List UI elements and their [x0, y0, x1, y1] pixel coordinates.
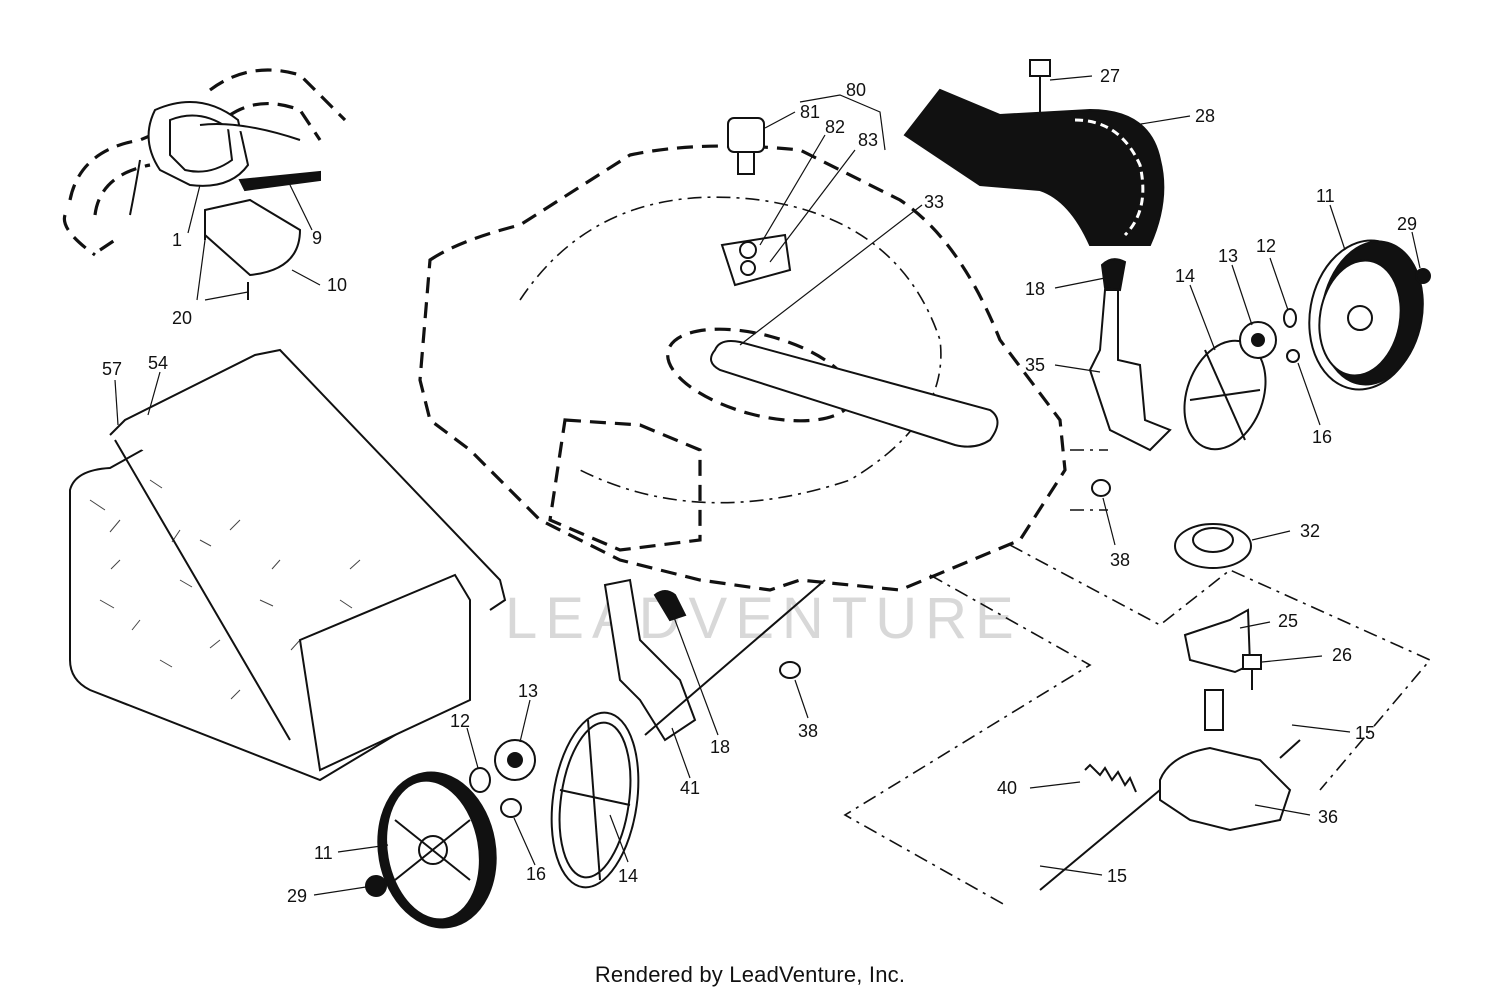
callout-25: 25 — [1278, 611, 1298, 631]
callout-27: 27 — [1100, 66, 1120, 86]
callout-14-right: 14 — [1175, 266, 1195, 286]
grass-catcher-bag — [69, 348, 507, 782]
callout-80: 80 — [846, 80, 866, 100]
callout-11-right: 11 — [1316, 186, 1335, 206]
callout-28: 28 — [1195, 106, 1215, 126]
drive-belt — [710, 340, 999, 448]
callout-38-right: 38 — [1110, 550, 1130, 570]
callout-41: 41 — [680, 778, 700, 798]
callout-16-left: 16 — [526, 864, 546, 884]
callout-16-right: 16 — [1312, 427, 1332, 447]
height-knob-assembly — [720, 117, 792, 287]
callout-11-left: 11 — [314, 843, 333, 863]
callout-26: 26 — [1332, 645, 1352, 665]
callout-15-lower: 15 — [1107, 866, 1127, 886]
callout-12-right: 12 — [1256, 236, 1276, 256]
callout-12-left: 12 — [450, 711, 470, 731]
callout-57: 57 — [102, 359, 122, 379]
callout-38-lower: 38 — [798, 721, 818, 741]
nut-38-lower — [779, 661, 801, 679]
leader-lines — [114, 75, 1421, 896]
callout-33: 33 — [924, 192, 944, 212]
discharge-chute — [903, 59, 1165, 246]
callout-9: 9 — [312, 228, 322, 248]
callout-32: 32 — [1300, 521, 1320, 541]
right-wheel-assembly — [1183, 239, 1431, 451]
transmission-assembly — [843, 523, 1432, 906]
handle-assembly — [62, 68, 347, 300]
callout-29-left: 29 — [287, 886, 307, 906]
callout-35: 35 — [1025, 355, 1045, 375]
callout-18-top: 18 — [1025, 279, 1045, 299]
footer-credit: Rendered by LeadVenture, Inc. — [594, 962, 906, 987]
callout-29-right: 29 — [1397, 214, 1417, 234]
callout-13-right: 13 — [1218, 246, 1238, 266]
callout-13-left: 13 — [518, 681, 538, 701]
callout-83: 83 — [858, 130, 878, 150]
left-wheel-assembly — [365, 711, 640, 929]
callout-82: 82 — [825, 117, 845, 137]
callout-36: 36 — [1318, 807, 1338, 827]
front-height-adjuster — [603, 578, 826, 742]
callout-40: 40 — [997, 778, 1017, 798]
rear-height-adjuster — [1088, 258, 1172, 452]
callout-20: 20 — [172, 308, 192, 328]
callout-81: 81 — [800, 102, 820, 122]
callout-14-left: 14 — [618, 866, 638, 886]
callout-54: 54 — [148, 353, 168, 373]
watermark-text: LEADVENTURE — [505, 586, 1022, 651]
callout-labels: 1 9 10 20 57 54 80 81 82 83 33 27 28 18 … — [102, 66, 1417, 906]
callout-15-right: 15 — [1355, 723, 1375, 743]
nut-38-right — [1070, 449, 1111, 511]
callout-18-lower: 18 — [710, 737, 730, 757]
callout-1: 1 — [172, 230, 182, 250]
callout-10: 10 — [327, 275, 347, 295]
